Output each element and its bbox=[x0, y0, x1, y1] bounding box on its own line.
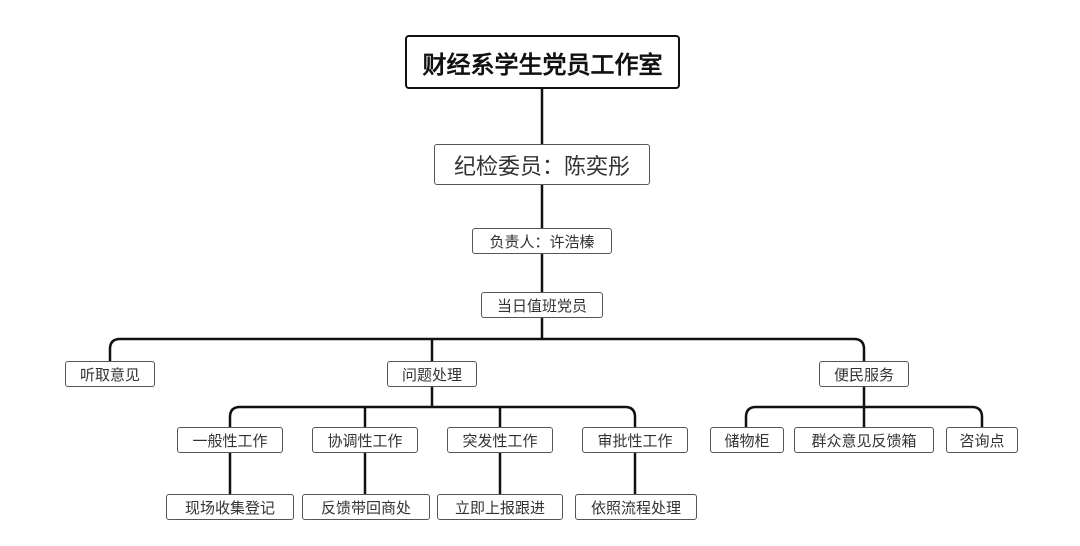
issue-action-feedback: 反馈带回商处 bbox=[302, 494, 430, 520]
issue-action-register: 现场收集登记 bbox=[166, 494, 294, 520]
issue-type-approval: 审批性工作 bbox=[582, 427, 688, 453]
issue-type-general: 一般性工作 bbox=[177, 427, 283, 453]
issue-type-coordination: 协调性工作 bbox=[312, 427, 418, 453]
issue-handling-node: 问题处理 bbox=[387, 361, 477, 387]
listen-opinions-node: 听取意见 bbox=[65, 361, 155, 387]
connector-issues-bus bbox=[228, 405, 637, 427]
service-info-point: 咨询点 bbox=[946, 427, 1018, 453]
root-node: 财经系学生党员工作室 bbox=[405, 35, 680, 89]
issue-action-process: 依照流程处理 bbox=[575, 494, 697, 520]
issue-action-report: 立即上报跟进 bbox=[437, 494, 563, 520]
duty-member-node: 当日值班党员 bbox=[481, 292, 603, 318]
service-locker: 储物柜 bbox=[710, 427, 784, 453]
issue-type-emergency: 突发性工作 bbox=[447, 427, 553, 453]
service-feedback-box: 群众意见反馈箱 bbox=[794, 427, 934, 453]
leader-node: 负责人：许浩榛 bbox=[472, 228, 612, 254]
connector-branch-bus bbox=[108, 337, 866, 361]
inspector-node: 纪检委员：陈奕彤 bbox=[434, 144, 650, 185]
convenience-service-node: 便民服务 bbox=[819, 361, 909, 387]
